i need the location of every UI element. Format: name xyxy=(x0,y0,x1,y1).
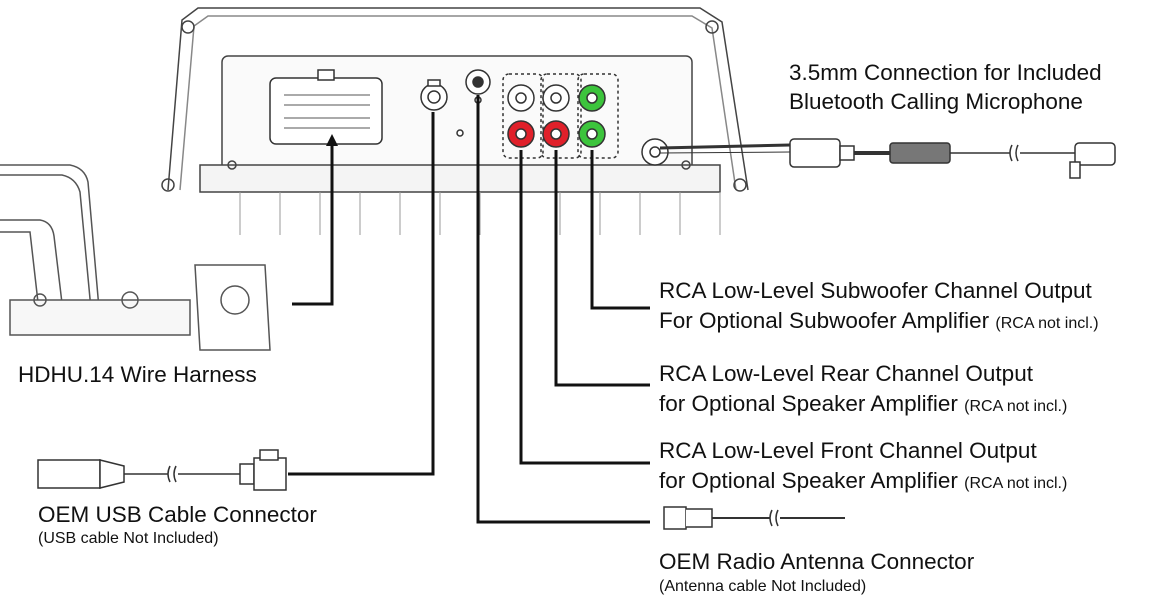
label-antenna-note: (Antenna cable Not Included) xyxy=(659,578,867,595)
leader-usb xyxy=(288,112,435,476)
leader-rear xyxy=(554,150,650,387)
label-subwoofer-line1: RCA Low-Level Subwoofer Channel Output xyxy=(659,278,1092,303)
leader-harness xyxy=(292,142,334,306)
antenna-jack xyxy=(456,69,491,137)
label-front-line1: RCA Low-Level Front Channel Output xyxy=(659,438,1037,463)
label-front-note: (RCA not incl.) xyxy=(964,475,1068,492)
harness-plug xyxy=(0,164,271,351)
label-usb-note: (USB cable Not Included) xyxy=(38,530,219,547)
label-rear-line2: for Optional Speaker Amplifier (RCA not … xyxy=(659,389,1067,421)
leader-lines xyxy=(288,95,650,524)
label-antenna-title: OEM Radio Antenna Connector xyxy=(659,549,975,574)
label-subwoofer-note: (RCA not incl.) xyxy=(995,315,1099,332)
label-rear-text: for Optional Speaker Amplifier xyxy=(659,391,958,416)
antenna-connector xyxy=(663,506,845,530)
label-microphone-line2: Bluetooth Calling Microphone xyxy=(789,89,1083,114)
leader-front xyxy=(519,150,650,465)
label-front-text: for Optional Speaker Amplifier xyxy=(659,468,958,493)
leader-sub xyxy=(590,150,650,310)
label-subwoofer-text: For Optional Subwoofer Amplifier xyxy=(659,308,990,333)
rca-jacks xyxy=(502,73,619,159)
label-rear-note: (RCA not incl.) xyxy=(964,398,1068,415)
head-unit-housing xyxy=(161,7,749,235)
microphone-cable xyxy=(641,138,1116,179)
leader-antenna xyxy=(476,95,650,524)
usb-jack xyxy=(420,79,448,111)
label-harness: HDHU.14 Wire Harness xyxy=(18,362,257,387)
harness-socket xyxy=(269,69,383,145)
label-rear-line1: RCA Low-Level Rear Channel Output xyxy=(659,361,1033,386)
label-front-line2: for Optional Speaker Amplifier (RCA not … xyxy=(659,466,1067,498)
usb-connector xyxy=(37,449,287,491)
label-subwoofer-line2: For Optional Subwoofer Amplifier (RCA no… xyxy=(659,306,1099,338)
label-microphone-line1: 3.5mm Connection for Included xyxy=(789,60,1102,85)
label-usb-title: OEM USB Cable Connector xyxy=(38,502,317,527)
